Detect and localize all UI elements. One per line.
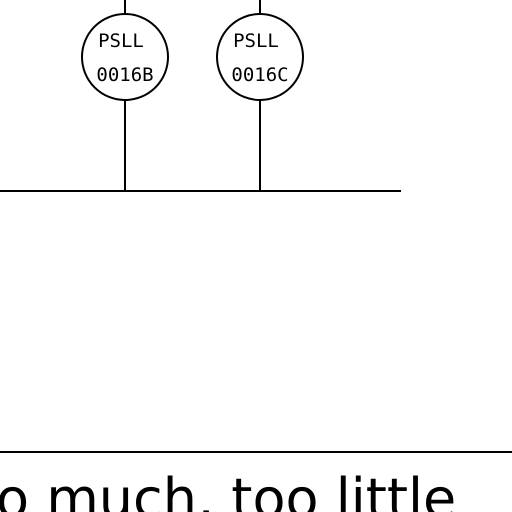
instrument-tag-line2-b: 0016B (96, 64, 153, 86)
instrument-tag-line1-c: PSLL (233, 30, 279, 52)
instrument-tag-line2-c: 0016C (231, 64, 288, 86)
caption-text: o much, too little (0, 472, 457, 512)
instrument-bubble-psll-0016c[interactable] (216, 13, 304, 101)
instrument-bubble-psll-0016b[interactable] (81, 13, 169, 101)
instrument-tag-line1-b: PSLL (98, 30, 144, 52)
